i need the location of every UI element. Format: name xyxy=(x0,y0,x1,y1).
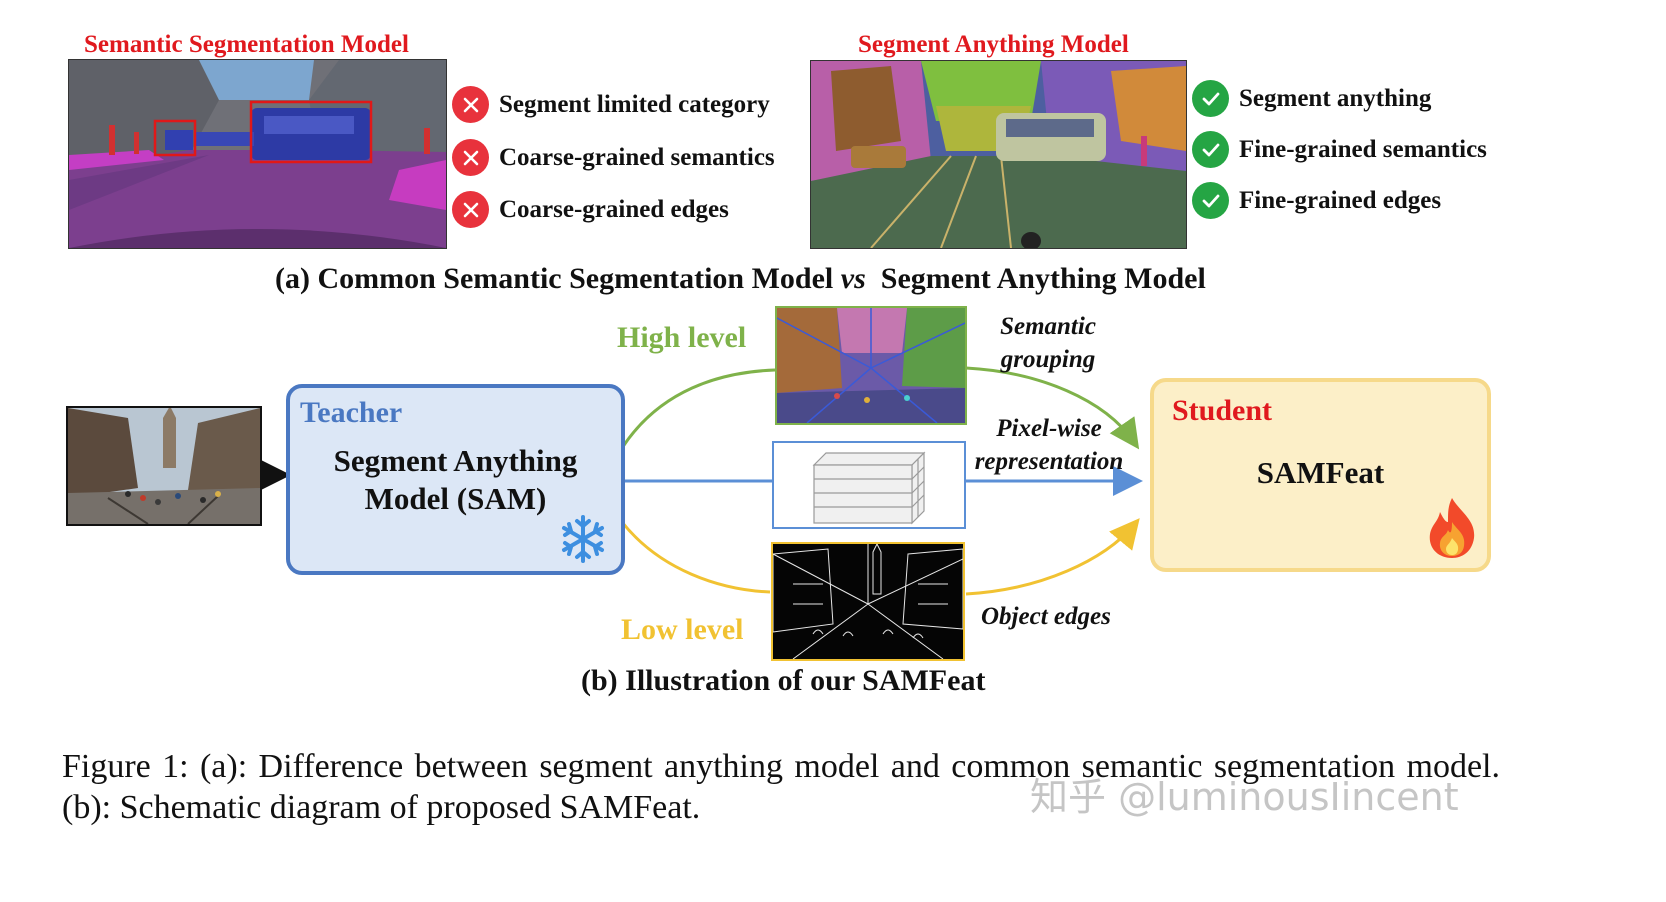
x-mark-icon xyxy=(452,191,489,228)
left-bullet-2: Coarse-grained semantics xyxy=(452,139,775,176)
high-level-label: High level xyxy=(617,321,747,354)
pixel-wise-label: Pixel-wise representation xyxy=(966,412,1132,478)
fire-icon xyxy=(1424,496,1480,565)
semantic-grouping-text: Semantic grouping xyxy=(1000,313,1096,373)
bullet-text: Fine-grained edges xyxy=(1239,186,1442,214)
right-bullet-3: Fine-grained edges xyxy=(1192,182,1441,219)
low-level-arrow xyxy=(620,522,1134,596)
watermark: 知乎 @luminousIincent xyxy=(1030,775,1459,819)
object-edges-label: Object edges xyxy=(981,603,1111,630)
object-edges-image xyxy=(771,542,965,661)
high-level-arrow xyxy=(620,366,1134,448)
student-model-name: SAMFeat xyxy=(1256,455,1385,490)
segment-anything-title: Segment Anything Model xyxy=(858,31,1129,58)
semantic-grouping-label: Semantic grouping xyxy=(985,310,1111,376)
segment-anything-image xyxy=(810,60,1187,249)
teacher-box: Teacher Segment Anything Model (SAM) xyxy=(286,384,625,575)
teacher-label: Teacher xyxy=(300,396,403,429)
pixel-wise-feature-box xyxy=(772,441,966,529)
caption-b: (b) Illustration of our SAMFeat xyxy=(581,664,986,697)
feature-cube-icon xyxy=(812,451,926,525)
pixel-wise-text: Pixel-wise representation xyxy=(974,415,1124,475)
caption-a-vs: vs xyxy=(840,262,866,295)
x-mark-icon xyxy=(452,86,489,123)
figure-caption: Figure 1: (a): Difference between segmen… xyxy=(62,748,1500,826)
student-label: Student xyxy=(1172,394,1273,427)
right-bullet-2: Fine-grained semantics xyxy=(1192,131,1487,168)
teacher-model-name: Segment Anything Model (SAM) xyxy=(333,443,578,516)
semantic-segmentation-image xyxy=(68,59,447,249)
caption-a: (a) Common Semantic Segmentation Model v… xyxy=(275,262,1206,296)
bullet-text: Coarse-grained semantics xyxy=(499,143,775,171)
bullet-text: Coarse-grained edges xyxy=(499,195,729,223)
semantic-grouping-image xyxy=(775,306,967,425)
snowflake-icon xyxy=(558,514,608,569)
check-mark-icon xyxy=(1192,131,1229,168)
right-bullet-1: Segment anything xyxy=(1192,80,1431,117)
bullet-text: Segment anything xyxy=(1239,84,1432,112)
bullet-text: Fine-grained semantics xyxy=(1239,135,1487,163)
left-bullet-1: Segment limited category xyxy=(452,86,770,123)
left-bullet-3: Coarse-grained edges xyxy=(452,191,729,228)
bullet-text: Segment limited category xyxy=(499,90,770,118)
x-mark-icon xyxy=(452,139,489,176)
student-box: Student SAMFeat xyxy=(1150,378,1491,572)
check-mark-icon xyxy=(1192,80,1229,117)
caption-a-part2: Segment Anything Model xyxy=(865,262,1206,295)
low-level-label: Low level xyxy=(621,613,744,646)
check-mark-icon xyxy=(1192,182,1229,219)
semantic-segmentation-title: Semantic Segmentation Model xyxy=(84,31,409,58)
caption-a-part1: (a) Common Semantic Segmentation Model xyxy=(275,262,841,295)
input-image xyxy=(66,406,262,526)
